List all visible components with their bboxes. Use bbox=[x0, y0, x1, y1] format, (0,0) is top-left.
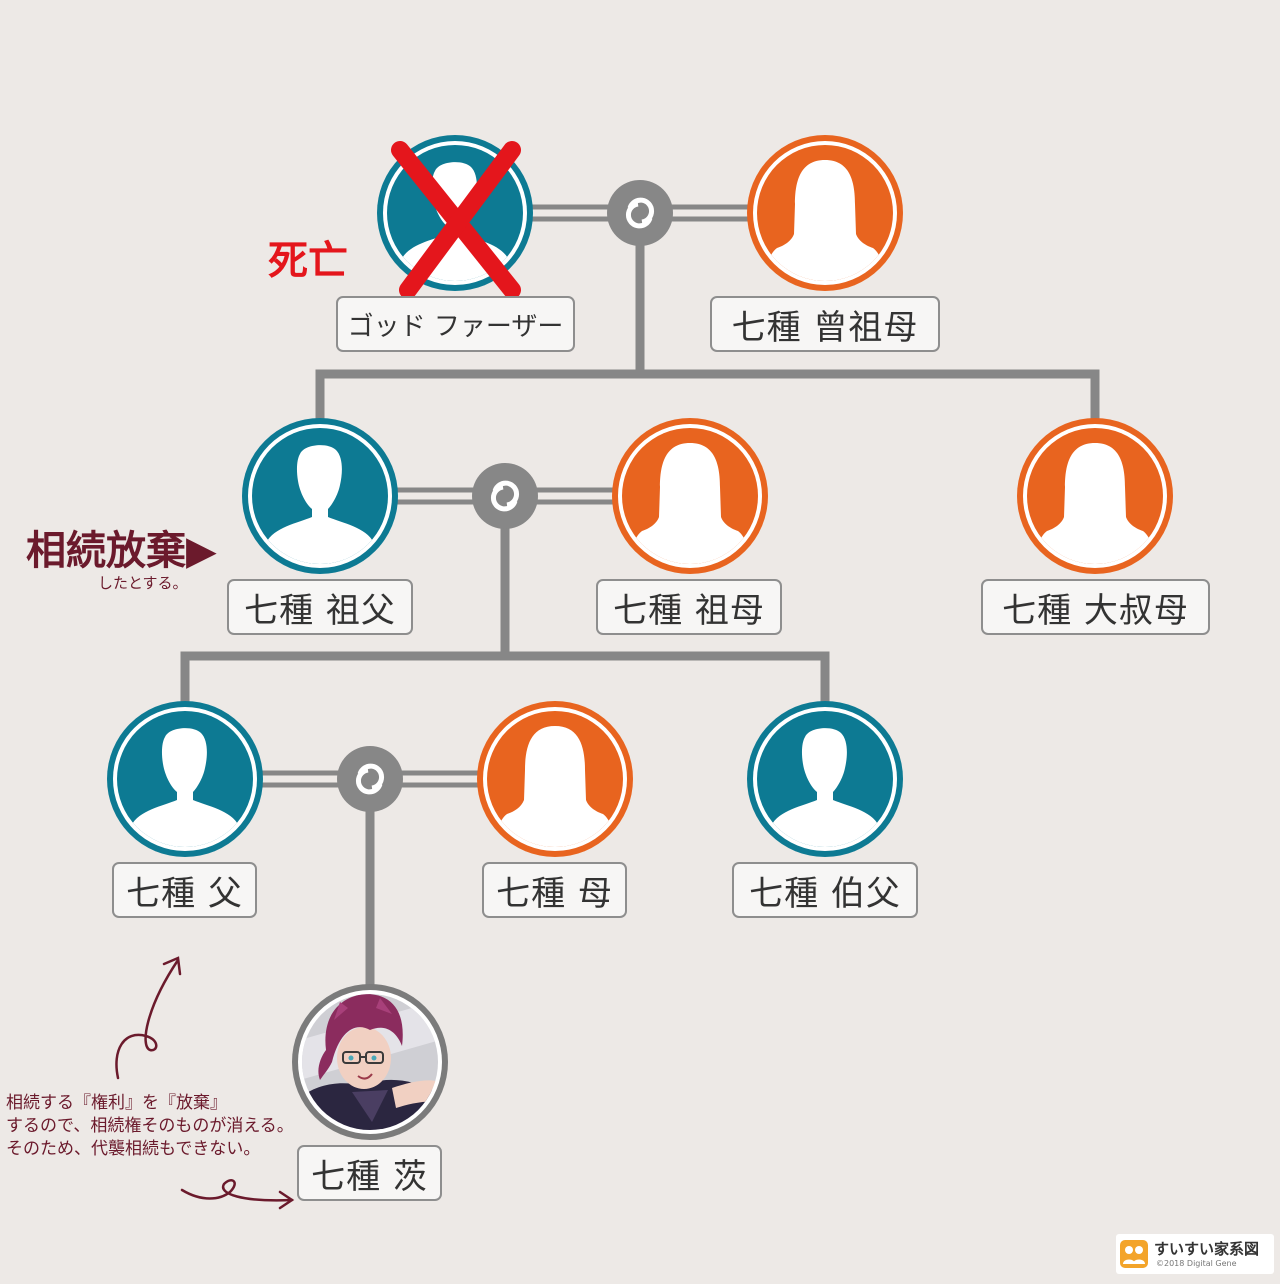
name-grandmother[interactable]: 七種 祖母 bbox=[596, 579, 782, 635]
avatar-grandmother[interactable] bbox=[612, 418, 768, 574]
explanation-line: そのため、代襲相続もできない。 bbox=[6, 1139, 261, 1159]
app-logo-icon bbox=[1120, 1240, 1148, 1268]
marriage-node-middle bbox=[472, 463, 538, 529]
app-copyright: ©2018 Digital Gene bbox=[1156, 1259, 1237, 1268]
explanation-line: するので、相続権そのものが消える。 bbox=[6, 1116, 294, 1136]
tree-connectors bbox=[180, 204, 1100, 993]
name-ibara[interactable]: 七種 茨 bbox=[297, 1145, 442, 1201]
curly-arrow-right-icon bbox=[180, 1179, 295, 1210]
marriage-line-bottom bbox=[257, 770, 483, 788]
name-mother[interactable]: 七種 母 bbox=[482, 862, 627, 918]
name-great-grandmother[interactable]: 七種 曾祖母 bbox=[710, 296, 940, 352]
deceased-label: 死亡 bbox=[268, 238, 348, 284]
avatar-great-grandmother[interactable] bbox=[747, 135, 903, 291]
renounce-sublabel: したとする。 bbox=[98, 574, 188, 592]
ring-link-icon bbox=[355, 763, 385, 795]
app-name: すいすい家系図 bbox=[1154, 1240, 1260, 1258]
red-cross-icon bbox=[391, 141, 521, 299]
avatar-father[interactable] bbox=[107, 701, 263, 857]
avatar-mother[interactable] bbox=[477, 701, 633, 857]
curly-arrow-up-icon bbox=[115, 956, 182, 1080]
marriage-node-top bbox=[607, 180, 673, 246]
avatar-uncle[interactable] bbox=[747, 701, 903, 857]
avatar-great-aunt[interactable] bbox=[1017, 418, 1173, 574]
marriage-node-bottom bbox=[337, 746, 403, 812]
avatar-ibara[interactable] bbox=[292, 984, 448, 1140]
name-great-aunt[interactable]: 七種 大叔母 bbox=[981, 579, 1210, 635]
name-grandfather[interactable]: 七種 祖父 bbox=[227, 579, 413, 635]
marriage-line-middle bbox=[392, 487, 618, 505]
descent-lines bbox=[180, 239, 1100, 993]
explanation-note: 相続する『権利』を『放棄』 するので、相続権そのものが消える。 そのため、代襲相… bbox=[6, 1092, 294, 1161]
app-brand: すいすい家系図 ©2018 Digital Gene bbox=[1116, 1234, 1274, 1274]
marriage-line-top bbox=[527, 204, 753, 222]
name-father[interactable]: 七種 父 bbox=[112, 862, 257, 918]
explanation-line: 相続する『権利』を『放棄』 bbox=[6, 1093, 227, 1113]
name-uncle[interactable]: 七種 伯父 bbox=[732, 862, 918, 918]
avatar-grandfather[interactable] bbox=[242, 418, 398, 574]
ring-link-icon bbox=[490, 480, 520, 512]
renounce-label: 相続放棄▶ bbox=[26, 528, 217, 574]
name-godfather[interactable]: ゴッド ファーザー bbox=[336, 296, 575, 352]
ring-link-icon bbox=[625, 197, 655, 229]
